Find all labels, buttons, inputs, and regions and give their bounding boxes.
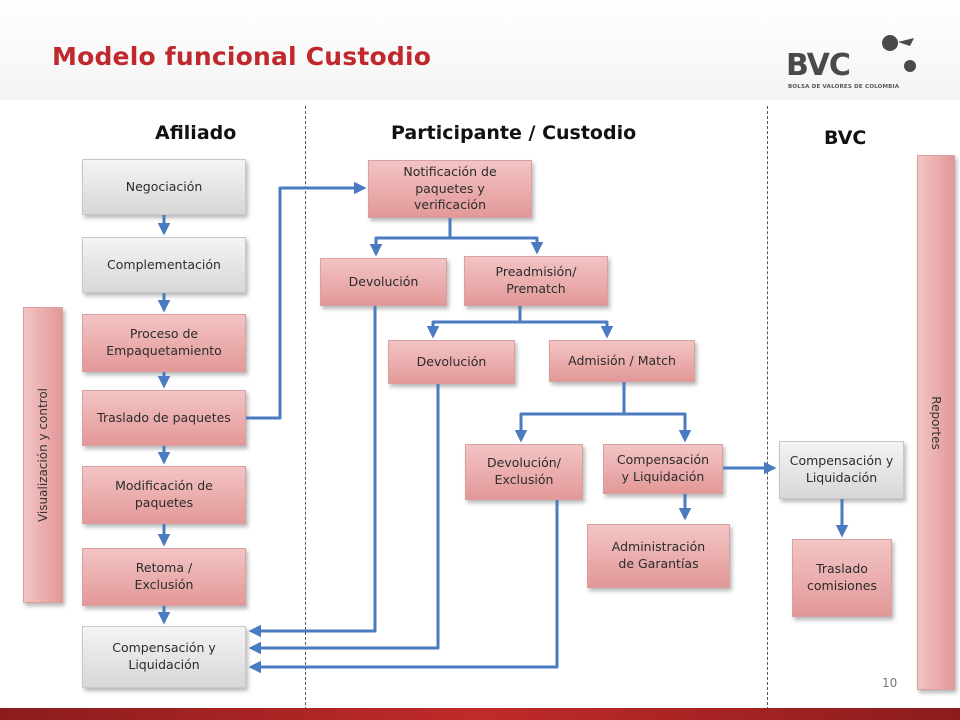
title-bar: Modelo funcional Custodio BVC BOLSA DE V… <box>0 0 960 100</box>
step-compensacion-afiliado: Compensación y Liquidación <box>82 626 246 688</box>
step-devolucion-exclusion: Devolución/ Exclusión <box>465 444 583 500</box>
arrow-devolucion1-compensacion-afiliado <box>248 306 377 638</box>
logo-text: BVC <box>786 48 851 83</box>
reportes-bar: Reportes <box>917 155 955 690</box>
slide-title: Modelo funcional Custodio <box>52 42 432 71</box>
step-empaquetamiento: Proceso de Empaquetamiento <box>82 314 246 372</box>
column-header-afiliado: Afiliado <box>155 122 237 144</box>
bvc-logo: BVC BOLSA DE VALORES DE COLOMBIA <box>786 30 926 98</box>
visualizacion-control-bar: Visualización y control <box>23 307 63 603</box>
column-header-participante: Participante / Custodio <box>391 122 637 144</box>
column-divider-left <box>305 106 306 720</box>
arrow-notificacion-devolucion <box>369 218 452 257</box>
step-admision-match: Admisión / Match <box>549 340 695 382</box>
page-number: 10 <box>882 676 898 690</box>
arrow-devolucion-exclusion-compensacion-afiliado <box>248 500 559 674</box>
step-complementacion: Complementación <box>82 237 246 293</box>
column-divider-right <box>767 106 768 720</box>
step-devolucion-2: Devolución <box>388 340 515 384</box>
bottom-bar <box>0 708 960 720</box>
arrow-preadmision-devolucion <box>426 306 522 339</box>
arrow-admision-compensacion <box>624 412 692 443</box>
column-header-bvc: BVC <box>824 127 867 149</box>
step-compensacion-custodio: Compensación y Liquidación <box>603 444 723 494</box>
step-negociacion: Negociación <box>82 159 246 215</box>
logo-subtitle: BOLSA DE VALORES DE COLOMBIA <box>788 84 900 90</box>
arrow-traslado-notificacion <box>246 181 367 420</box>
step-administracion-garantias: Administración de Garantías <box>587 524 730 588</box>
step-modificacion-paquetes: Modificación de paquetes <box>82 466 246 524</box>
arrow-notificacion-preadmision <box>450 236 544 255</box>
arrow-admision-devolucion-exclusion <box>514 382 626 443</box>
step-devolucion-1: Devolución <box>320 258 447 306</box>
step-traslado-paquetes: Traslado de paquetes <box>82 390 246 446</box>
step-retoma-exclusion: Retoma / Exclusión <box>82 548 246 606</box>
step-notificacion: Notificación de paquetes y verificación <box>368 160 532 218</box>
arrow-preadmision-admision <box>520 320 614 339</box>
arrow-devolucion2-compensacion-afiliado <box>248 384 440 655</box>
logo-mark-icon <box>882 35 916 72</box>
step-traslado-comisiones: Traslado comisiones <box>792 539 892 617</box>
step-compensacion-bvc: Compensación y Liquidación <box>779 441 904 499</box>
step-preadmision: Preadmisión/ Prematch <box>464 256 608 306</box>
